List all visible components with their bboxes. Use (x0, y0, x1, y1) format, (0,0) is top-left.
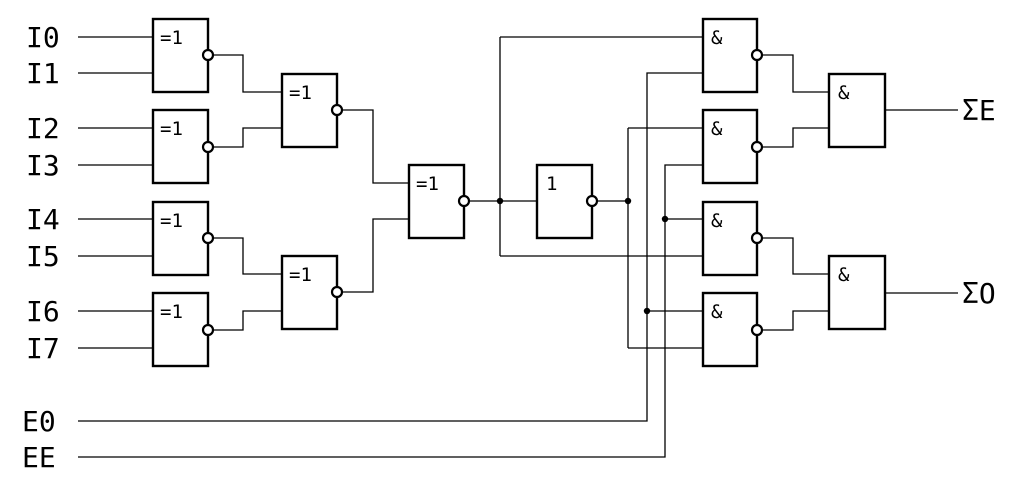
wire-x3-x6 (213, 237, 282, 275)
input-labels: I0 I1 I2 I3 I4 I5 I6 I7 E0 EE (22, 21, 60, 474)
input-label-i1: I1 (26, 57, 60, 90)
wire-and5-and6 (762, 310, 829, 331)
xor-gate-2: =1 (151, 108, 215, 185)
input-label-i6: I6 (26, 295, 60, 328)
input-label-i3: I3 (26, 149, 60, 182)
and-gate-5: & (701, 291, 764, 368)
junction-ee (661, 215, 669, 223)
wire-x6-x7 (342, 218, 409, 293)
xor-gate-5: =1 (280, 72, 344, 149)
and-gate-2-label: & (711, 118, 723, 140)
xor-gate-1-label: =1 (160, 27, 183, 49)
wire-x2-x5 (213, 127, 282, 148)
xor-gate-6-label: =1 (289, 264, 312, 286)
junction-parity (496, 197, 504, 205)
xor-gate-6: =1 (280, 254, 344, 331)
input-label-i0: I0 (26, 21, 60, 54)
output-label-sum-e: ΣE (962, 94, 996, 127)
xor-gate-4-label: =1 (160, 301, 183, 323)
input-label-i4: I4 (26, 203, 60, 236)
xor-gate-3-label: =1 (160, 210, 183, 232)
junctions (496, 197, 669, 315)
junction-invparity (624, 197, 632, 205)
not-gate: 1 (535, 163, 599, 240)
junction-e0 (643, 307, 651, 315)
wire-x4-x6 (213, 310, 282, 331)
input-label-i7: I7 (26, 332, 60, 365)
output-label-sum-o: ΣO (962, 277, 996, 310)
wire-e0 (78, 72, 703, 422)
and-gate-6-label: & (838, 264, 850, 286)
wire-and1-and3 (762, 54, 829, 93)
wire-x1-x5 (213, 54, 282, 93)
wires (78, 36, 958, 458)
and-gate-5-label: & (711, 301, 723, 323)
input-label-i2: I2 (26, 112, 60, 145)
xor-gate-3: =1 (151, 200, 215, 277)
wire-ee (78, 164, 703, 458)
xor-gate-7-label: =1 (416, 173, 439, 195)
xor-gate-7: =1 (407, 163, 471, 240)
and-gate-4-label: & (711, 210, 723, 232)
xor-gate-5-label: =1 (289, 82, 312, 104)
input-label-ee: EE (22, 441, 56, 474)
and-gate-2: & (701, 108, 764, 185)
wire-x5-x7 (342, 109, 409, 184)
xor-gate-4: =1 (151, 291, 215, 368)
xor-gate-2-label: =1 (160, 118, 183, 140)
and-gate-6: & (827, 254, 887, 331)
and-gate-1: & (701, 17, 764, 94)
not-gate-label: 1 (546, 173, 557, 195)
and-gate-4: & (701, 200, 764, 277)
input-label-i5: I5 (26, 240, 60, 273)
and-gate-3: & (827, 72, 887, 149)
output-labels: ΣE ΣO (962, 94, 996, 310)
wire-and2-and3 (762, 127, 829, 148)
and-gate-1-label: & (711, 27, 723, 49)
and-gate-3-label: & (838, 82, 850, 104)
input-label-e0: E0 (22, 405, 56, 438)
xor-gate-1: =1 (151, 17, 215, 94)
wire-and4-and6 (762, 237, 829, 275)
